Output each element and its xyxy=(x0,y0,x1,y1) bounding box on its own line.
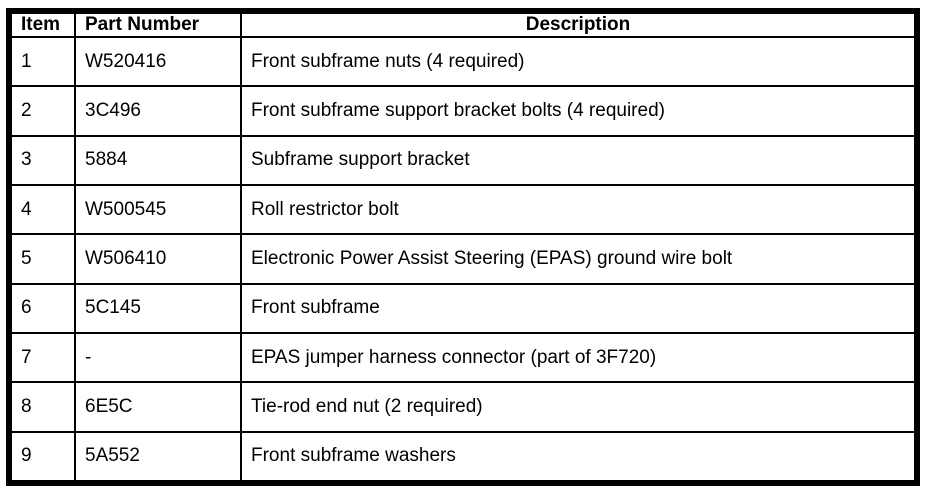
table-row: 1 W520416 Front subframe nuts (4 require… xyxy=(10,35,916,88)
description-cell: Roll restrictor bolt xyxy=(240,183,916,236)
part-number-cell: W506410 xyxy=(74,233,242,285)
description-cell: Electronic Power Assist Steering (EPAS) … xyxy=(240,233,916,285)
item-cell: 6 xyxy=(10,282,76,334)
part-number-cell: 5A552 xyxy=(74,430,242,483)
description-cell: Tie-rod end nut (2 required) xyxy=(240,381,916,433)
description-cell: Front subframe washers xyxy=(240,430,916,483)
part-number-cell: - xyxy=(74,331,242,384)
parts-table: Item Part Number Description 1 W520416 F… xyxy=(10,12,916,483)
part-number-cell: W500545 xyxy=(74,183,242,236)
part-number-cell: 3C496 xyxy=(74,85,242,137)
item-cell: 3 xyxy=(10,134,76,186)
item-cell: 9 xyxy=(10,430,76,483)
description-cell: Front subframe nuts (4 required) xyxy=(240,35,916,88)
table-row: 5 W506410 Electronic Power Assist Steeri… xyxy=(10,233,916,285)
table-row: 4 W500545 Roll restrictor bolt xyxy=(10,183,916,236)
description-cell: Front subframe xyxy=(240,282,916,334)
table-row: 8 6E5C Tie-rod end nut (2 required) xyxy=(10,381,916,433)
item-cell: 2 xyxy=(10,85,76,137)
table-row: 3 5884 Subframe support bracket xyxy=(10,134,916,186)
part-number-cell: 5884 xyxy=(74,134,242,186)
table-row: 2 3C496 Front subframe support bracket b… xyxy=(10,85,916,137)
part-number-cell: 5C145 xyxy=(74,282,242,334)
part-number-cell: W520416 xyxy=(74,35,242,88)
table-row: 9 5A552 Front subframe washers xyxy=(10,430,916,483)
item-cell: 1 xyxy=(10,35,76,88)
item-cell: 4 xyxy=(10,183,76,236)
description-cell: Subframe support bracket xyxy=(240,134,916,186)
table-row: 7 - EPAS jumper harness connector (part … xyxy=(10,331,916,384)
description-cell: EPAS jumper harness connector (part of 3… xyxy=(240,331,916,384)
column-header-part-number: Part Number xyxy=(74,12,242,38)
item-cell: 8 xyxy=(10,381,76,433)
item-cell: 5 xyxy=(10,233,76,285)
column-header-description: Description xyxy=(240,12,916,38)
description-cell: Front subframe support bracket bolts (4 … xyxy=(240,85,916,137)
part-number-cell: 6E5C xyxy=(74,381,242,433)
item-cell: 7 xyxy=(10,331,76,384)
column-header-item: Item xyxy=(10,12,76,38)
table-header-row: Item Part Number Description xyxy=(10,12,916,38)
parts-table-container: Item Part Number Description 1 W520416 F… xyxy=(6,8,920,486)
table-row: 6 5C145 Front subframe xyxy=(10,282,916,334)
